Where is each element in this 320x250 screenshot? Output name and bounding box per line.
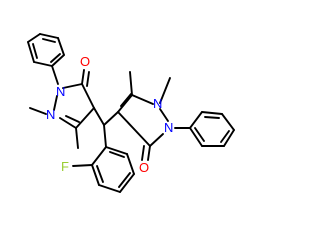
bond (118, 172, 131, 188)
bond (39, 33, 59, 39)
bond (126, 153, 135, 175)
bond (29, 107, 47, 115)
bond (51, 65, 59, 85)
bond (96, 165, 104, 183)
bond (93, 107, 105, 126)
bond (51, 54, 65, 67)
nitrogen-label-top-1: N (56, 84, 65, 99)
bond (50, 53, 61, 63)
bond (149, 133, 164, 147)
bond (131, 94, 154, 105)
bond (119, 173, 135, 193)
atom-labels: O N N N N O F (46, 54, 173, 175)
bond (65, 115, 80, 123)
bond (86, 71, 90, 87)
bond (159, 108, 169, 122)
bond (189, 111, 203, 129)
nitrogen-label-top-2: N (46, 107, 55, 122)
bond (189, 127, 203, 147)
bond (105, 146, 128, 155)
bond (33, 61, 53, 67)
bond (221, 113, 235, 131)
bond (117, 94, 133, 113)
chemical-structure-diagram: O N N N N O F (27, 33, 235, 193)
bond (120, 93, 132, 107)
bond (62, 83, 83, 89)
bond (103, 124, 107, 148)
nitrogen-label-right-2: N (164, 120, 173, 135)
bond (75, 127, 79, 149)
bond (129, 71, 133, 96)
bond (81, 83, 95, 109)
bond (98, 184, 121, 193)
bond (147, 145, 151, 161)
fluorine-label: F (61, 159, 69, 174)
oxygen-label-right: O (139, 160, 149, 175)
bond (220, 130, 230, 143)
bond (223, 129, 235, 147)
bond (91, 146, 107, 166)
bond (32, 43, 38, 59)
bond (159, 77, 171, 104)
bond (57, 37, 65, 56)
bond (59, 117, 77, 129)
bond (75, 107, 95, 129)
bond (117, 111, 151, 147)
bond (72, 164, 93, 167)
oxygen-label-top: O (80, 54, 90, 69)
bond (109, 151, 125, 158)
bond (27, 41, 35, 63)
bond (141, 145, 145, 161)
bond (53, 95, 58, 111)
nitrogen-label-right-1: N (153, 96, 162, 111)
bond (42, 38, 56, 43)
bonds (27, 33, 235, 193)
bond (27, 33, 41, 43)
bond (201, 111, 223, 115)
bond (194, 127, 205, 142)
bond (91, 164, 100, 186)
bond (204, 116, 220, 119)
bond (103, 111, 119, 126)
bond (81, 69, 85, 85)
